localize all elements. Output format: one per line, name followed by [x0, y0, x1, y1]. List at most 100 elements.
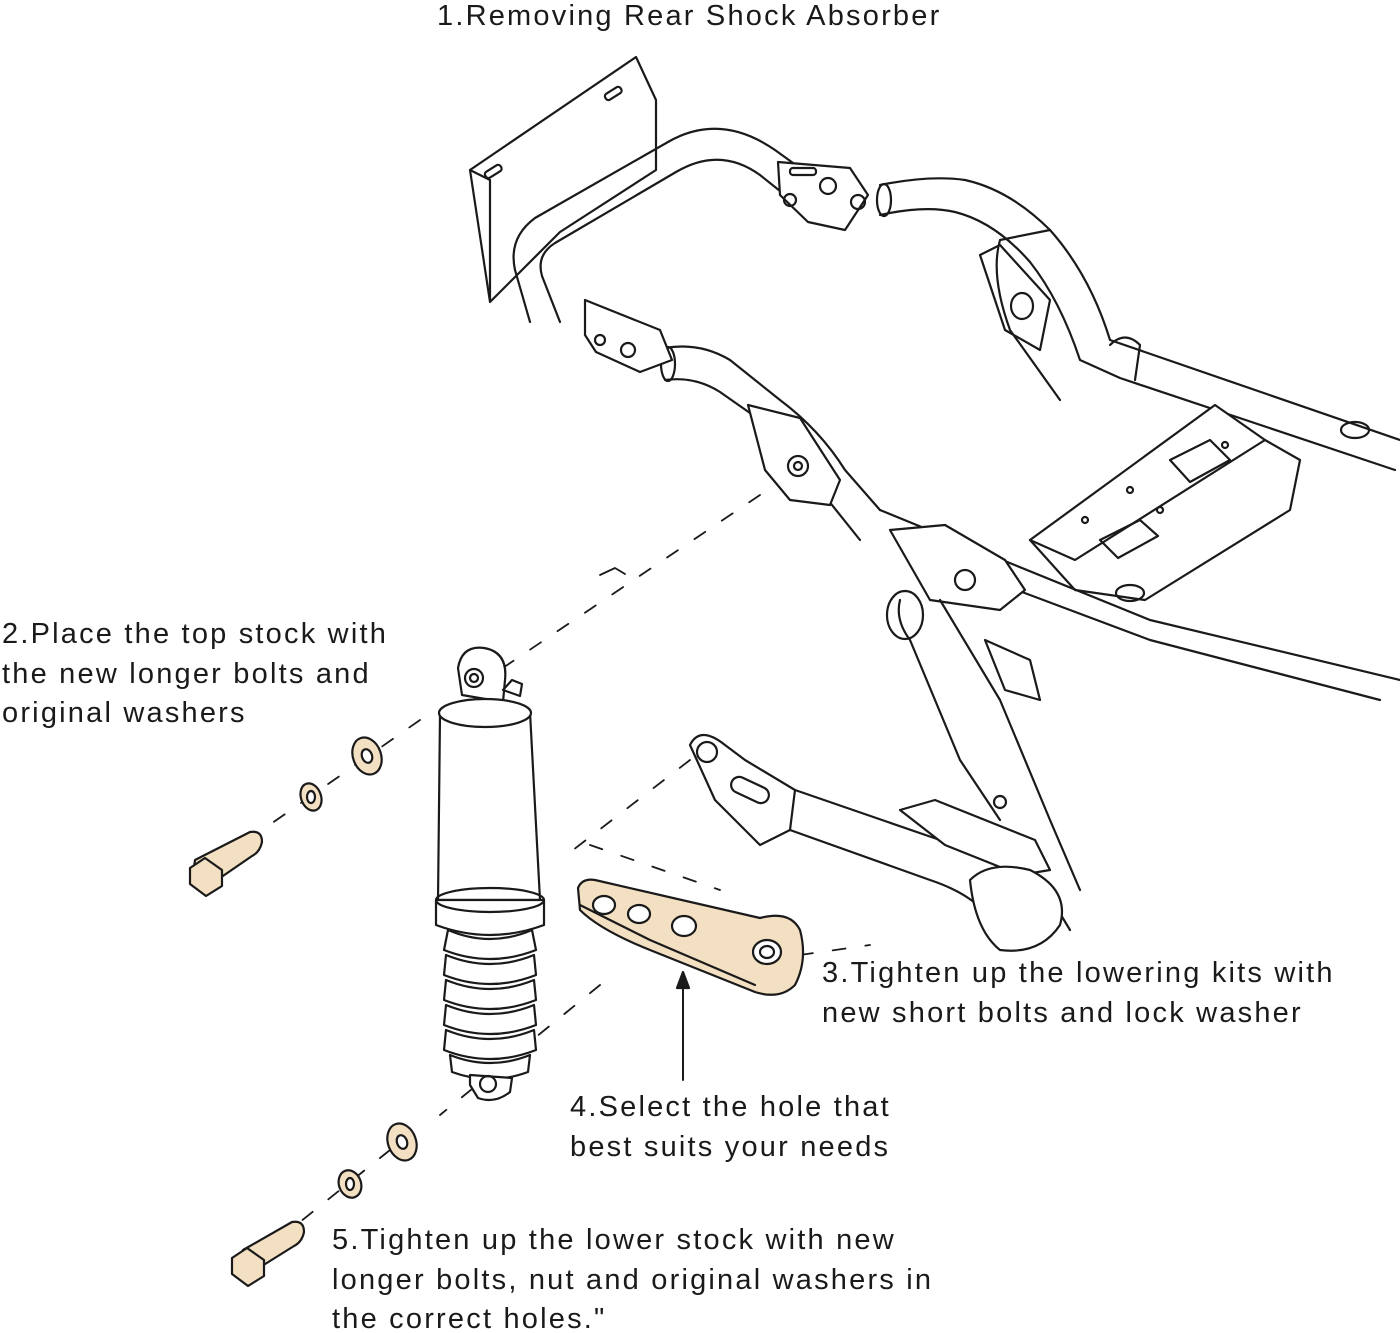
- rear-tube-stub: [1108, 336, 1142, 382]
- seat-rail-upper: [512, 127, 802, 324]
- step-2-line-2: the new longer bolts and: [2, 657, 371, 690]
- down-tube-front: [897, 598, 1002, 822]
- step-5-line-2: longer bolts, nut and original washers i…: [332, 1263, 934, 1296]
- bracket-hole-2: [626, 903, 652, 925]
- step-3-line-1: 3.Tighten up the lowering kits with: [822, 957, 1335, 989]
- cross-hole-b: [1155, 505, 1165, 515]
- shock-bottom-eye-hole: [478, 1074, 498, 1094]
- step-2-line-3: original washers: [2, 697, 247, 729]
- step-3-caption: 3.Tighten up the lowering kits with new …: [822, 954, 1335, 1033]
- lowering-bracket-plate: [576, 878, 805, 996]
- lower-bracket-bolt: [953, 568, 977, 592]
- bottom-washer-hole: [395, 1134, 409, 1150]
- swingarm-curve: [968, 865, 1064, 952]
- swingarm-slot: [730, 775, 770, 805]
- bracket-bolt-a: [818, 176, 838, 196]
- bracket-bolt-b: [849, 193, 867, 211]
- guide-top-shock: [469, 494, 761, 691]
- top-washer-hole: [360, 748, 374, 764]
- bottom-nut-hole: [344, 1176, 356, 1192]
- motorcycle-frame: [468, 55, 1400, 892]
- bracket-slot: [788, 166, 818, 177]
- lowering-kit-bracket: [576, 878, 805, 996]
- guide-kit-right: [799, 944, 871, 956]
- guide-bracket-mid: [589, 844, 721, 891]
- cross-hole-c: [1080, 515, 1090, 525]
- hardware: [188, 736, 418, 1288]
- frame-washer-a: [1339, 420, 1371, 440]
- fender-mount-plate: [468, 55, 658, 304]
- step-2-caption: 2.Place the top stock with the new longe…: [2, 615, 388, 734]
- bracket-hole-4-inner: [758, 944, 776, 960]
- step-2-line-1: 2.Place the top stock with: [2, 618, 389, 650]
- cross-member-slot-b: [1098, 518, 1160, 560]
- top-bolt-head: [188, 856, 224, 898]
- shock-body: [436, 700, 542, 902]
- tube-end-right: [875, 182, 893, 218]
- left-rail-bracket: [583, 298, 674, 374]
- guide-bracket-top: [559, 759, 691, 861]
- top-lock-washer-hole: [305, 789, 317, 805]
- bracket-bolt-c: [782, 192, 798, 208]
- swingarm: [688, 733, 1072, 952]
- shock-bottom-eyelet: [468, 1073, 514, 1102]
- plate-slot-left: [483, 163, 503, 180]
- bracket-hole-4: [751, 938, 783, 966]
- down-tube-bolt: [992, 794, 1008, 810]
- lower-rail-bracket: [888, 523, 1027, 612]
- guide-top-bolts: [254, 719, 421, 836]
- swingarm-bracket: [898, 798, 1052, 877]
- cross-member-slot: [1168, 438, 1232, 484]
- lowering-bracket-edge: [578, 903, 757, 987]
- step-4-caption: 4.Select the hole that best suits your n…: [570, 1088, 891, 1167]
- shock-collar: [434, 898, 546, 937]
- down-tube-lug: [885, 589, 925, 641]
- step-3-line-2: new short bolts and lock washer: [822, 996, 1303, 1029]
- step-4-line-2: best suits your needs: [570, 1130, 891, 1163]
- seat-rail-right-inner: [878, 208, 1397, 472]
- shock-top-mount-bolt-inner: [792, 460, 804, 472]
- guide-lower-bolts: [289, 1149, 391, 1231]
- rear-shock-absorber: [434, 646, 546, 1102]
- step-1-caption: 1.Removing Rear Shock Absorber: [437, 0, 941, 37]
- plate-slot-right: [603, 85, 623, 102]
- hole-pointer-arrow: [675, 970, 691, 1081]
- seat-rail-upper-inner: [539, 158, 787, 324]
- bracket-hole-3: [670, 914, 698, 938]
- rear-brace-plate: [978, 243, 1052, 352]
- swingarm-tip: [688, 733, 797, 847]
- fender-plate-inner: [468, 168, 492, 302]
- shock-reservoir-valve: [501, 678, 524, 698]
- down-tube-plate: [983, 638, 1042, 702]
- shock-body-top: [437, 697, 533, 729]
- cross-hole-d: [1220, 440, 1230, 450]
- swingarm-pivot-eye: [695, 740, 719, 764]
- frame-washer-b: [1114, 583, 1146, 603]
- step-1-line-1: 1.Removing Rear Shock Absorber: [437, 0, 942, 32]
- down-tube-rear: [938, 598, 1082, 892]
- rear-brace-bolt: [1009, 291, 1035, 321]
- seat-rail-left: [663, 345, 882, 512]
- rear-brace-tube: [995, 228, 1062, 402]
- step-4-line-1: 4.Select the hole that: [570, 1091, 891, 1123]
- bottom-bolt-head: [230, 1246, 266, 1288]
- left-bracket-bolt-b: [593, 333, 607, 347]
- left-bracket-bolt: [619, 341, 637, 359]
- step-5-caption: 5.Tighten up the lower stock with new lo…: [332, 1221, 933, 1333]
- upper-rail-bracket: [776, 160, 870, 232]
- shock-mount-gusset: [746, 403, 842, 507]
- step-5-line-1: 5.Tighten up the lower stock with new: [332, 1224, 896, 1256]
- shock-top-eye-hole: [463, 667, 485, 689]
- cross-hole-a: [1125, 485, 1135, 495]
- shock-top-eye-inner: [468, 672, 480, 684]
- cross-member-edge: [1028, 438, 1267, 562]
- shock-bellows: [442, 928, 538, 1081]
- guide-corner: [599, 567, 626, 576]
- step-5-line-3: the correct holes.": [332, 1303, 607, 1333]
- seat-rail-right: [878, 177, 1400, 442]
- shock-top-mount-bolt: [786, 454, 810, 478]
- bracket-hole-1: [591, 894, 617, 916]
- shock-collar-top: [434, 886, 546, 914]
